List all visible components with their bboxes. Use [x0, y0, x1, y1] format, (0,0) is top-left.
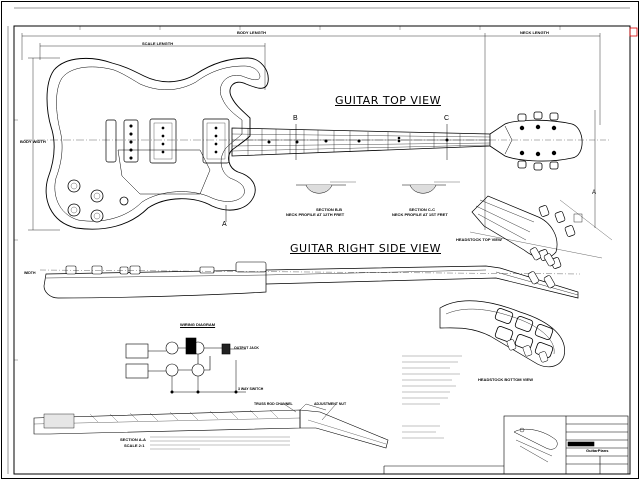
adjustment-nut-label: ADJUSTMENT NUT — [314, 402, 347, 406]
side-view-title: GUITAR RIGHT SIDE VIEW — [290, 242, 441, 255]
section-aa-title: SECTION A-A — [120, 437, 146, 442]
guitar-side-view — [39, 261, 581, 299]
scale-length-label: SCALE LENGTH — [142, 41, 174, 46]
headstock-top-view-drawing — [469, 195, 613, 269]
wiring-diagram — [125, 337, 246, 394]
truss-rod-label: TRUSS ROD CHANNEL — [254, 402, 293, 406]
neck-length-label: NECK LENGTH — [520, 30, 549, 35]
body-length-label: BODY LENGTH — [237, 30, 267, 35]
section-bb-title: SECTION B-B — [316, 207, 342, 212]
section-cut-marks — [225, 124, 448, 222]
body-width-label: BODY WIDTH — [20, 139, 46, 144]
section-bb-subtitle: NECK PROFILE AT 12TH FRET — [286, 212, 345, 217]
section-aa-notes — [150, 436, 290, 450]
notes-table-lines — [402, 355, 462, 439]
headstock-top-view-title: HEADSTOCK TOP VIEW — [456, 237, 502, 242]
pickup-switch-label: 3 WAY SWITCH — [238, 387, 264, 391]
section-aa-drawing — [33, 403, 389, 449]
neck-top-view — [231, 127, 491, 157]
title-block — [383, 415, 629, 475]
corner-marker — [629, 27, 638, 37]
section-bb-profile — [296, 181, 356, 194]
headstock-bottom-view-title: HEADSTOCK BOTTOM VIEW — [478, 377, 533, 382]
section-mark-b-left: B — [293, 115, 298, 122]
pickups-and-hardware — [105, 118, 230, 164]
top-view-title: GUITAR TOP VIEW — [335, 94, 441, 107]
wiring-diagram-title: WIRING DIAGRAM — [180, 322, 216, 327]
section-aa-scale: SCALE 2:1 — [124, 443, 145, 448]
control-knobs — [67, 179, 129, 223]
section-cc-subtitle: NECK PROFILE AT 1ST FRET — [392, 212, 448, 217]
section-mark-a-right: A — [592, 190, 597, 196]
section-mark-a-body: A — [222, 221, 227, 228]
section-cc-profile — [402, 181, 460, 194]
side-width-label: WIDTH — [24, 271, 36, 275]
section-cc-title: SECTION C-C — [409, 207, 435, 212]
headstock-bottom-view-drawing — [439, 300, 565, 368]
headstock-top — [489, 111, 610, 171]
side-headstock-tuners — [527, 247, 556, 289]
section-mark-c-left: C — [444, 115, 450, 122]
guitar-body-outline — [45, 57, 269, 230]
overall-dimension-lines — [21, 33, 601, 231]
output-jack-label: OUTPUT JACK — [234, 346, 259, 350]
title-block-brand: GuitarPlans — [586, 448, 609, 453]
